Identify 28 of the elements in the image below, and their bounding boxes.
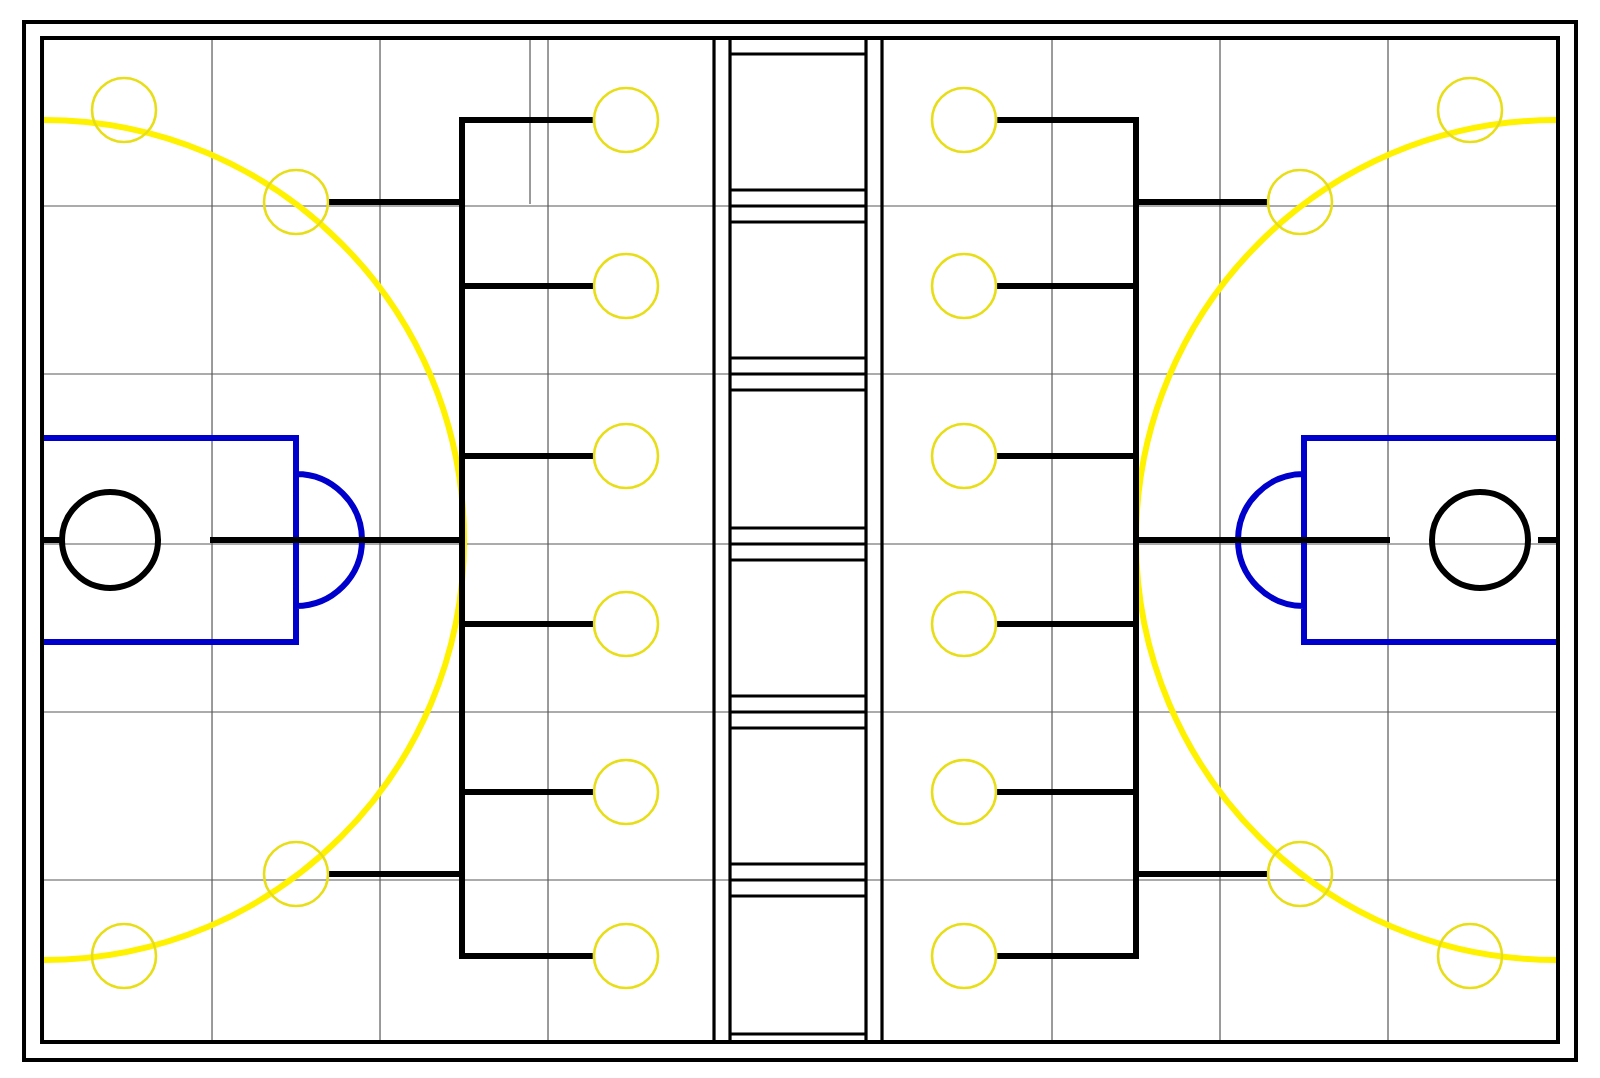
light-circle <box>930 590 998 658</box>
light-circle <box>930 86 998 154</box>
wire-line <box>997 453 1139 627</box>
light-circle <box>930 922 998 990</box>
light-circle <box>1436 922 1504 990</box>
light-circle <box>262 840 330 908</box>
wire-line <box>329 871 593 959</box>
light-circle <box>930 252 998 320</box>
light-circle <box>1436 76 1504 144</box>
light-circle <box>90 922 158 990</box>
wire-line <box>997 871 1267 959</box>
wire-line <box>459 453 593 627</box>
light-circle <box>930 758 998 826</box>
wire-line <box>459 621 593 795</box>
light-circle <box>930 422 998 490</box>
wire-line <box>459 283 593 459</box>
light-circle <box>592 758 660 826</box>
wire-line <box>997 283 1139 459</box>
light-circle <box>1266 168 1334 236</box>
light-circle <box>592 922 660 990</box>
light-circle <box>592 422 660 490</box>
light-circle <box>592 590 660 658</box>
light-circle <box>90 76 158 144</box>
light-circle <box>1266 840 1334 908</box>
wire-line <box>997 621 1139 795</box>
light-circle <box>262 168 330 236</box>
light-circle <box>592 86 660 154</box>
light-circle <box>592 252 660 320</box>
